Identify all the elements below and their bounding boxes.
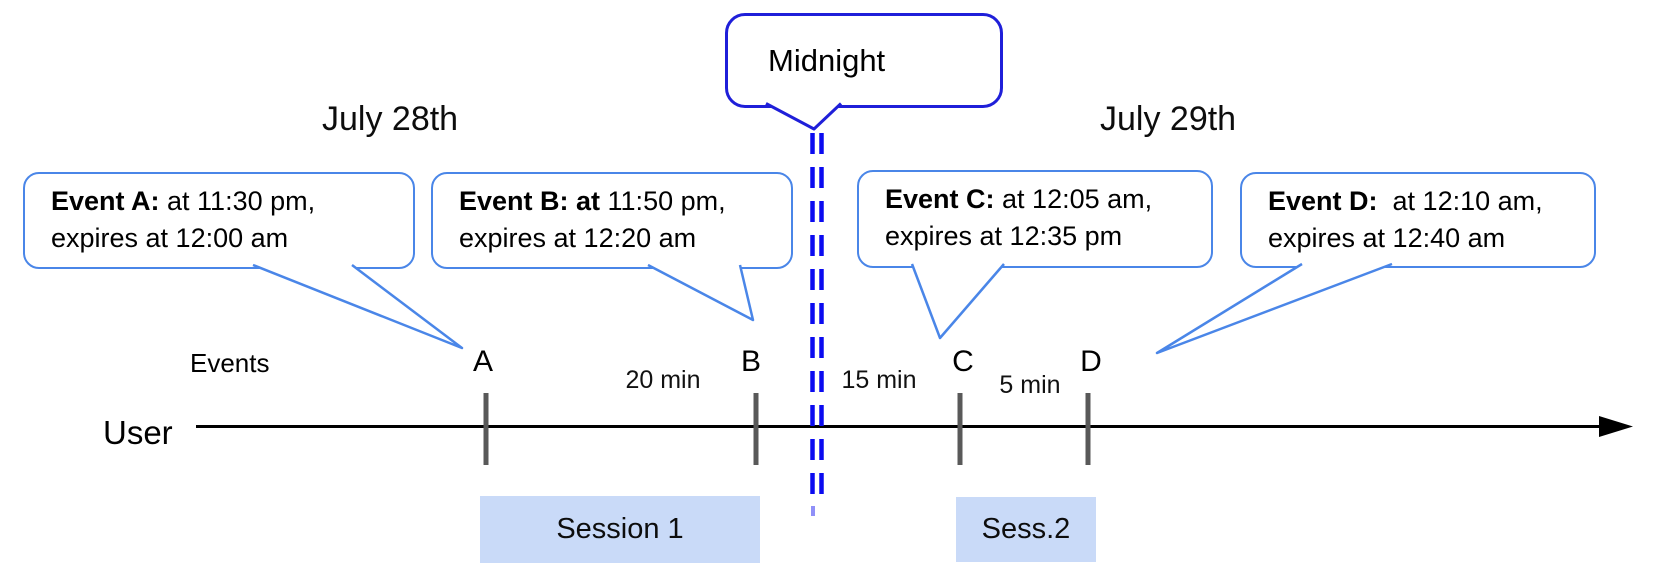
gap-label-15min: 15 min [841,366,917,394]
date-july-29: July 29th [1100,100,1237,138]
event-a-callout-pointer [252,263,464,350]
event-a-callout: Event A: at 11:30 pm, expires at 12:00 a… [23,172,415,269]
event-a-time: at 11:30 pm, [159,186,316,216]
tick-label-b: B [740,345,762,378]
event-d-callout-pointer [1155,262,1393,355]
event-d-callout: Event D: at 12:10 am, expires at 12:40 a… [1240,172,1596,268]
event-c-line1: Event C: at 12:05 am, [885,181,1211,218]
event-d-time: at 12:10 am, [1377,186,1543,216]
event-b-expiry: expires at 12:20 am [459,223,697,253]
event-c-callout: Event C: at 12:05 am, expires at 12:35 p… [857,170,1213,268]
event-a-expiry: expires at 12:00 am [51,223,289,253]
session-1-box: Session 1 [480,496,760,563]
tick-label-a: A [472,345,494,378]
events-axis-label: Events [190,348,270,378]
event-d-line1: Event D: at 12:10 am, [1268,183,1594,220]
event-c-expiry: expires at 12:35 pm [885,221,1123,251]
gap-label-5min: 5 min [999,371,1061,399]
event-a-title: Event A: [51,186,160,216]
session-2-box: Sess.2 [956,497,1096,562]
tick-label-d: D [1080,345,1102,378]
event-b-callout-pointer [647,263,755,322]
user-axis-label: User [103,414,173,451]
event-d-expiry: expires at 12:40 am [1268,223,1506,253]
date-july-28: July 28th [322,100,459,138]
event-c-callout-pointer [910,263,1005,340]
gap-label-20min: 20 min [625,366,701,394]
event-b-time: 11:50 pm, [600,186,726,216]
timeline-arrowhead-icon [1599,416,1633,437]
event-a-line1: Event A: at 11:30 pm, [51,183,413,220]
event-b-line1: Event B: at 11:50 pm, [459,183,791,220]
event-b-title: Event B: at [459,186,601,216]
event-d-title: Event D: [1268,186,1378,216]
event-b-callout: Event B: at 11:50 pm, expires at 12:20 a… [431,172,793,269]
event-c-title: Event C: [885,184,995,214]
midnight-label: Midnight [768,43,886,78]
tick-label-c: C [952,345,974,378]
event-c-time: at 12:05 am, [994,184,1153,214]
midnight-callout: Midnight [725,13,1003,108]
